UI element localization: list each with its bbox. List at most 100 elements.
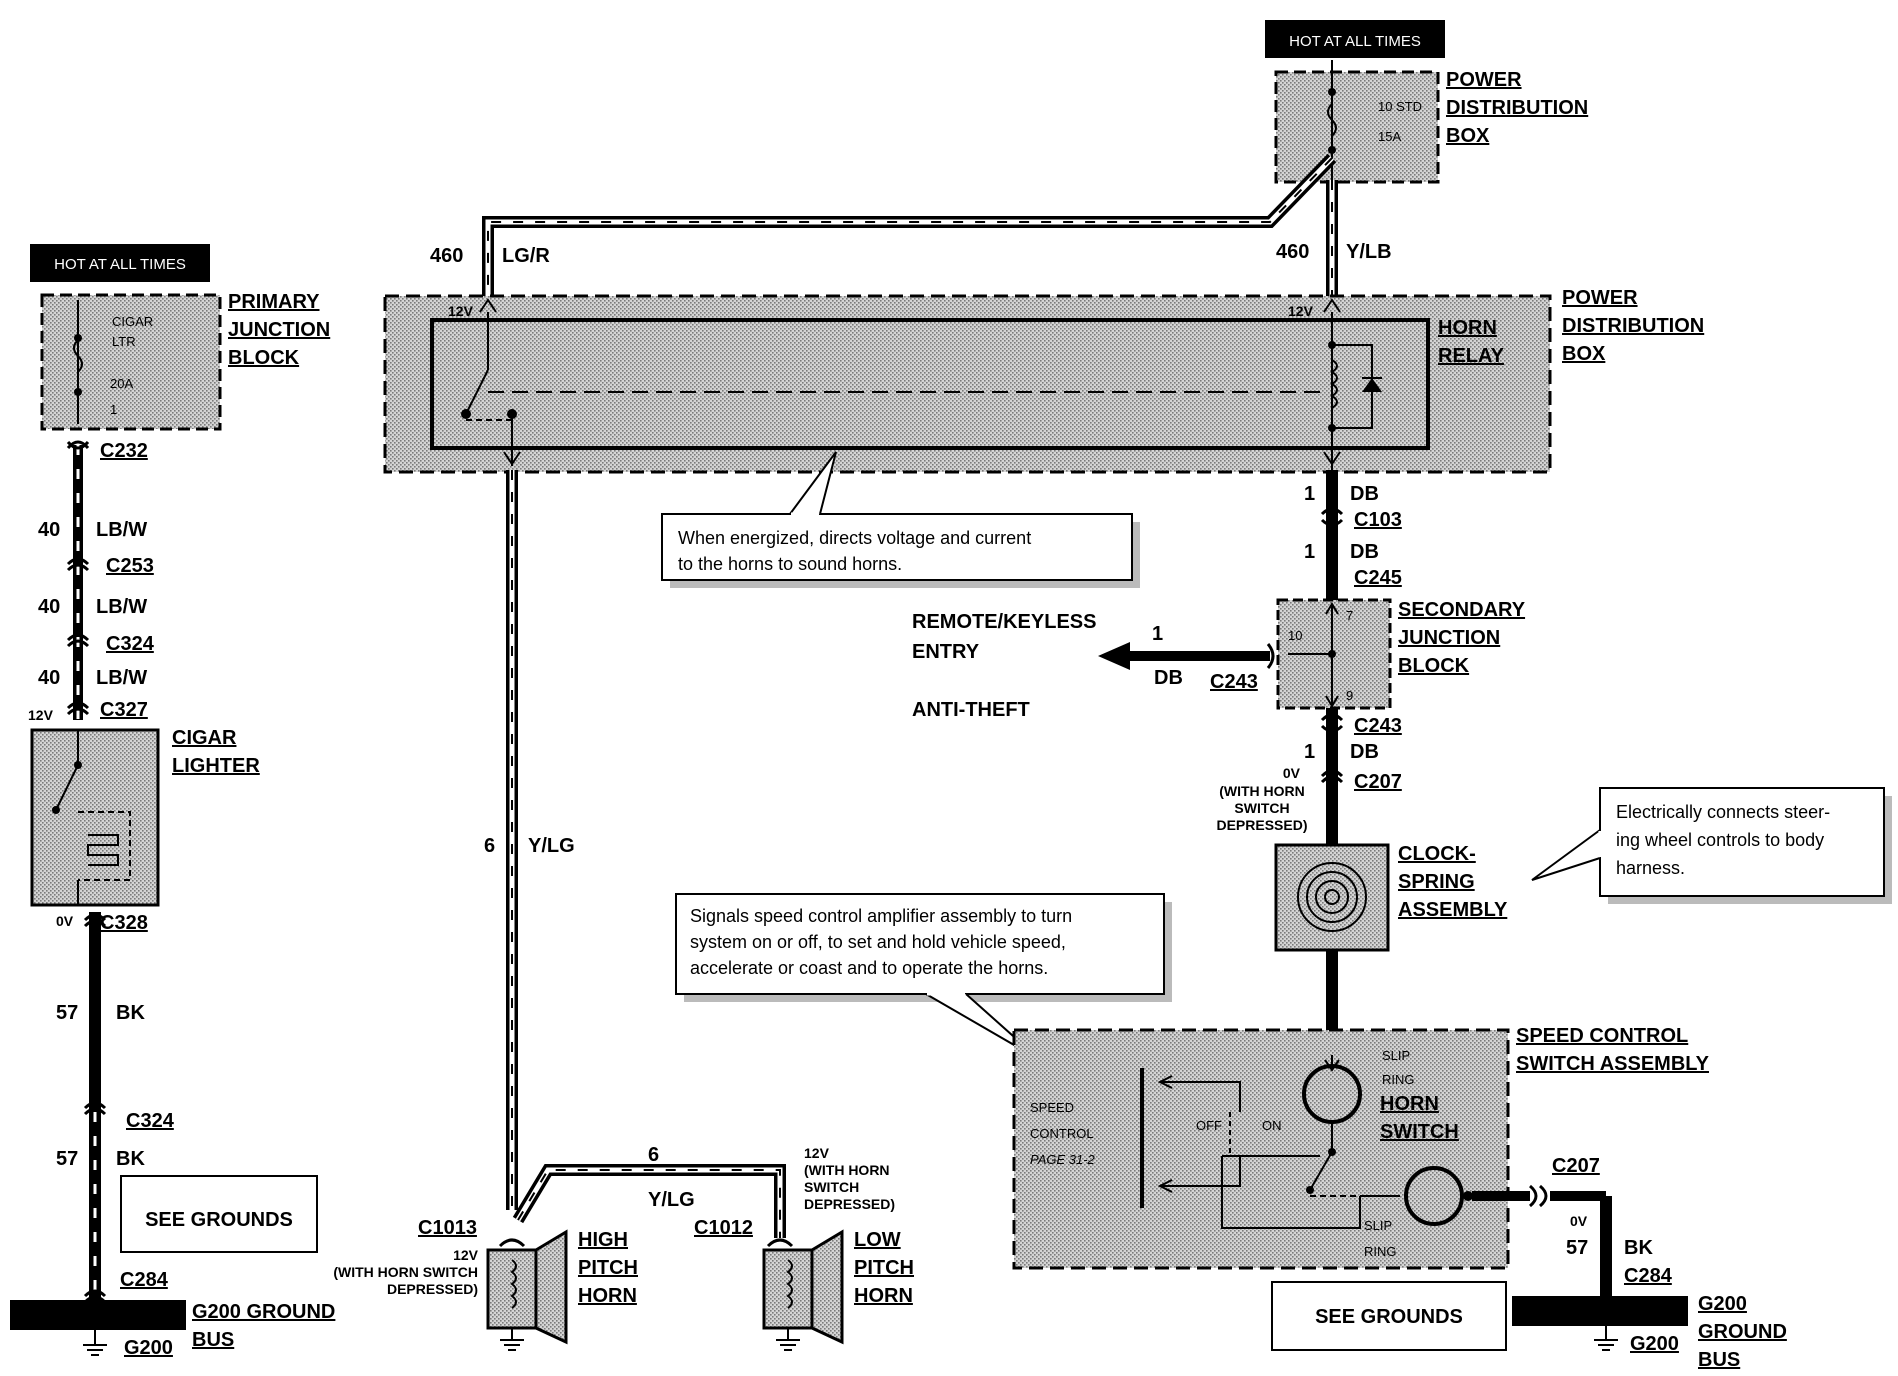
svg-text:LB/W: LB/W xyxy=(96,519,147,541)
connector-marks-right xyxy=(1320,507,1344,784)
svg-text:RELAY: RELAY xyxy=(1438,345,1505,367)
svg-text:CONTROL: CONTROL xyxy=(1030,1126,1094,1141)
svg-text:57: 57 xyxy=(1566,1237,1588,1259)
svg-text:SLIP: SLIP xyxy=(1382,1048,1410,1063)
svg-text:DB: DB xyxy=(1350,541,1379,563)
svg-text:SECONDARY: SECONDARY xyxy=(1398,599,1526,621)
svg-text:DB: DB xyxy=(1154,667,1183,689)
svg-text:Y/LB: Y/LB xyxy=(1346,241,1392,263)
coil-icon xyxy=(1330,359,1338,409)
svg-text:(WITH HORN: (WITH HORN xyxy=(1219,783,1305,799)
connector-marks-left xyxy=(66,440,90,716)
svg-text:1: 1 xyxy=(1304,541,1315,563)
svg-text:HORN: HORN xyxy=(578,1285,637,1307)
svg-text:20A: 20A xyxy=(110,376,133,391)
wire-6-ylg xyxy=(506,470,786,1238)
callout-horn-relay: When energized, directs voltage and curr… xyxy=(661,451,1140,588)
hot-badge-right: HOT AT ALL TIMES xyxy=(1265,20,1445,58)
svg-text:C243: C243 xyxy=(1210,671,1258,693)
svg-text:12V: 12V xyxy=(28,707,54,723)
svg-text:PRIMARY: PRIMARY xyxy=(228,291,320,313)
svg-text:BLOCK: BLOCK xyxy=(228,347,300,369)
see-grounds-right[interactable]: SEE GROUNDS xyxy=(1271,1281,1507,1351)
svg-text:C324: C324 xyxy=(126,1110,175,1132)
svg-text:OFF: OFF xyxy=(1196,1118,1222,1133)
svg-text:CLOCK-: CLOCK- xyxy=(1398,843,1476,865)
svg-text:SWITCH ASSEMBLY: SWITCH ASSEMBLY xyxy=(1516,1053,1710,1075)
svg-text:LB/W: LB/W xyxy=(96,667,147,689)
g200-ground-bus-left: G200 GROUND BUS G200 xyxy=(10,1300,335,1359)
svg-text:PITCH: PITCH xyxy=(854,1257,914,1279)
svg-text:BK: BK xyxy=(116,1002,145,1024)
svg-text:PAGE 31-2: PAGE 31-2 xyxy=(1030,1152,1096,1167)
svg-text:SPEED CONTROL: SPEED CONTROL xyxy=(1516,1025,1688,1047)
svg-text:DEPRESSED): DEPRESSED) xyxy=(1216,817,1307,833)
secondary-junction-block: 7 10 9 SECONDARY JUNCTION BLOCK xyxy=(1276,598,1526,710)
svg-text:DISTRIBUTION: DISTRIBUTION xyxy=(1446,97,1588,119)
svg-text:SEE GROUNDS: SEE GROUNDS xyxy=(1315,1306,1463,1328)
ground-icon xyxy=(500,1339,524,1351)
slip-ring-icon xyxy=(1302,1064,1362,1124)
svg-text:Electrically connects steer-: Electrically connects steer- xyxy=(1616,802,1830,822)
slip-ring-icon xyxy=(1404,1166,1464,1226)
high-pitch-horn: C1013 12V (WITH HORN SWITCH DEPRESSED) H… xyxy=(333,1217,638,1351)
svg-text:C245: C245 xyxy=(1354,567,1402,589)
svg-text:12V: 12V xyxy=(453,1247,479,1263)
svg-text:ENTRY: ENTRY xyxy=(912,641,980,663)
svg-text:HOT AT ALL TIMES: HOT AT ALL TIMES xyxy=(1289,33,1421,50)
fuse-icon xyxy=(73,339,83,373)
svg-text:RING: RING xyxy=(1382,1072,1415,1087)
svg-text:POWER: POWER xyxy=(1446,69,1522,91)
svg-text:HIGH: HIGH xyxy=(578,1229,628,1251)
svg-text:LOW: LOW xyxy=(854,1229,901,1251)
see-grounds-left[interactable]: SEE GROUNDS xyxy=(120,1175,318,1253)
svg-text:SEE GROUNDS: SEE GROUNDS xyxy=(145,1209,293,1231)
ground-icon xyxy=(1594,1339,1618,1351)
ground-icon xyxy=(776,1339,800,1351)
svg-text:BK: BK xyxy=(1624,1237,1653,1259)
power-distribution-box-relay: 12V 12V HORN RELAY POWER DISTRIBUTION BO… xyxy=(383,287,1704,474)
svg-text:40: 40 xyxy=(38,596,60,618)
svg-text:0V: 0V xyxy=(1570,1213,1588,1229)
low-pitch-horn: C1012 12V (WITH HORN SWITCH DEPRESSED) L… xyxy=(694,1145,914,1351)
svg-text:PITCH: PITCH xyxy=(578,1257,638,1279)
svg-text:6: 6 xyxy=(648,1144,659,1166)
power-distribution-box-fuse: 10 STD 15A POWER DISTRIBUTION BOX xyxy=(1274,60,1588,184)
svg-text:C232: C232 xyxy=(100,440,148,462)
clockspring-assembly: CLOCK- SPRING ASSEMBLY xyxy=(1274,843,1508,952)
svg-text:C1013: C1013 xyxy=(418,1217,477,1239)
svg-text:C327: C327 xyxy=(100,699,148,721)
svg-text:12V: 12V xyxy=(1288,303,1314,319)
svg-text:C103: C103 xyxy=(1354,509,1402,531)
svg-text:40: 40 xyxy=(38,667,60,689)
svg-text:ing wheel controls to body: ing wheel controls to body xyxy=(1616,830,1824,850)
svg-text:1: 1 xyxy=(1304,741,1315,763)
svg-text:GROUND: GROUND xyxy=(1698,1321,1787,1343)
svg-text:460: 460 xyxy=(1276,241,1309,263)
svg-text:SPRING: SPRING xyxy=(1398,871,1475,893)
right-ground-wire: C207 0V 57 BK C284 xyxy=(1472,1155,1673,1304)
svg-text:G200: G200 xyxy=(124,1337,173,1359)
svg-text:DB: DB xyxy=(1350,483,1379,505)
svg-text:LTR: LTR xyxy=(112,334,136,349)
svg-text:BOX: BOX xyxy=(1446,125,1490,147)
rke-arrow: REMOTE/KEYLESS ENTRY ANTI-THEFT 1 DB C24… xyxy=(912,611,1275,721)
svg-text:12V: 12V xyxy=(448,303,474,319)
svg-text:1: 1 xyxy=(1304,483,1315,505)
svg-text:When energized, directs voltag: When energized, directs voltage and curr… xyxy=(678,528,1031,548)
svg-text:HORN: HORN xyxy=(854,1285,913,1307)
svg-text:BLOCK: BLOCK xyxy=(1398,655,1470,677)
horn-icon xyxy=(534,1229,568,1345)
svg-text:7: 7 xyxy=(1346,608,1353,623)
svg-text:BUS: BUS xyxy=(1698,1349,1740,1371)
svg-text:C328: C328 xyxy=(100,912,148,934)
svg-text:CIGAR: CIGAR xyxy=(112,314,153,329)
svg-text:460: 460 xyxy=(430,245,463,267)
primary-junction-block: CIGAR LTR 20A 1 PRIMARY JUNCTION BLOCK xyxy=(40,291,330,431)
horn-relay xyxy=(430,318,1430,450)
cigar-lighter: CIGAR LIGHTER xyxy=(30,727,260,907)
svg-text:40: 40 xyxy=(38,519,60,541)
svg-text:C207: C207 xyxy=(1552,1155,1600,1177)
callout-speed-control: Signals speed control amplifier assembly… xyxy=(675,893,1172,1061)
svg-text:HORN: HORN xyxy=(1438,317,1497,339)
